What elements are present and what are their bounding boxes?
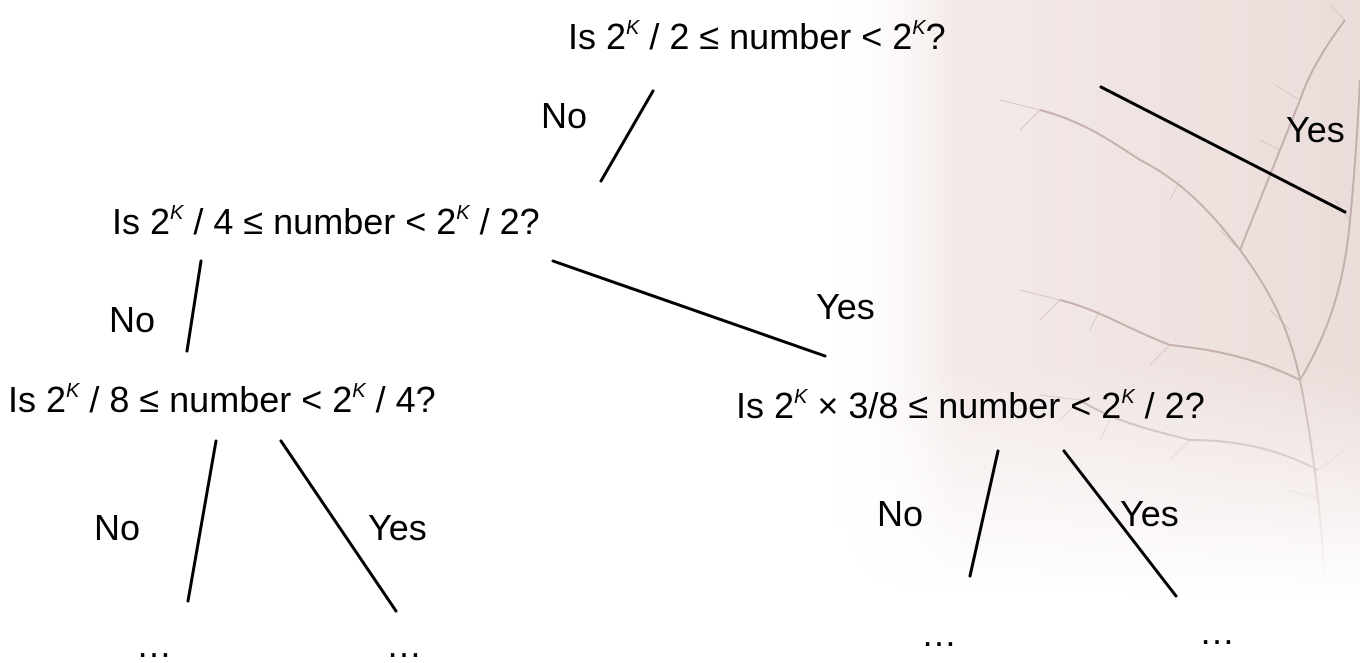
node-ll-pre: Is 2 bbox=[8, 379, 67, 420]
node-left-right-question: Is 2K × 3/8 ≤ number < 2K / 2? bbox=[736, 386, 1205, 426]
edge-root-no bbox=[599, 89, 655, 183]
edge-label-ll-yes: Yes bbox=[368, 507, 427, 548]
edge-label-ll-no: No bbox=[94, 507, 141, 548]
node-root-post: ? bbox=[925, 16, 946, 57]
edge-ll-no bbox=[186, 439, 218, 603]
node-ll-exp2: K bbox=[352, 380, 366, 402]
edge-label-lr-yes: Yes bbox=[1120, 493, 1179, 534]
edge-label-left-yes: Yes bbox=[816, 286, 875, 327]
node-root-mid: / 2 ≤ number < 2 bbox=[639, 16, 913, 57]
edge-lr-yes bbox=[1062, 449, 1178, 598]
node-ll-mid: / 8 ≤ number < 2 bbox=[79, 379, 353, 420]
leaf-ll-yes: … bbox=[386, 624, 422, 663]
edge-label-root-no: No bbox=[541, 95, 588, 136]
node-left-left-question: Is 2K / 8 ≤ number < 2K / 4? bbox=[8, 380, 436, 420]
edge-label-root-yes: Yes bbox=[1286, 109, 1345, 150]
node-left-mid: / 4 ≤ number < 2 bbox=[183, 201, 457, 242]
edge-left-yes bbox=[551, 259, 827, 358]
leaf-lr-no: … bbox=[921, 613, 957, 654]
node-lr-post: / 2? bbox=[1134, 385, 1205, 426]
node-ll-exp: K bbox=[66, 380, 80, 402]
node-left-question: Is 2K / 4 ≤ number < 2K / 2? bbox=[112, 202, 540, 242]
edge-left-no bbox=[185, 259, 203, 353]
photo-fade bbox=[820, 0, 1360, 663]
edge-label-left-no: No bbox=[109, 299, 156, 340]
leaf-ll-no: … bbox=[136, 624, 172, 663]
edge-ll-yes bbox=[279, 439, 398, 613]
node-root-question: Is 2K / 2 ≤ number < 2K? bbox=[568, 17, 946, 57]
node-left-pre: Is 2 bbox=[112, 201, 171, 242]
node-left-exp: K bbox=[170, 202, 184, 224]
node-left-post: / 2? bbox=[469, 201, 540, 242]
leaf-lr-yes: … bbox=[1199, 611, 1235, 652]
node-root-pre: Is 2 bbox=[568, 16, 627, 57]
edge-label-lr-no: No bbox=[877, 493, 924, 534]
node-ll-post: / 4? bbox=[365, 379, 436, 420]
node-root-exp: K bbox=[626, 17, 640, 39]
node-lr-mid: × 3/8 ≤ number < 2 bbox=[807, 385, 1122, 426]
node-root-exp2: K bbox=[912, 17, 926, 39]
edge-root-yes bbox=[1099, 85, 1347, 214]
node-lr-exp2: K bbox=[1121, 386, 1135, 408]
edge-lr-no bbox=[968, 449, 1000, 578]
node-left-exp2: K bbox=[456, 202, 470, 224]
node-lr-exp: K bbox=[794, 386, 808, 408]
node-lr-pre: Is 2 bbox=[736, 385, 795, 426]
